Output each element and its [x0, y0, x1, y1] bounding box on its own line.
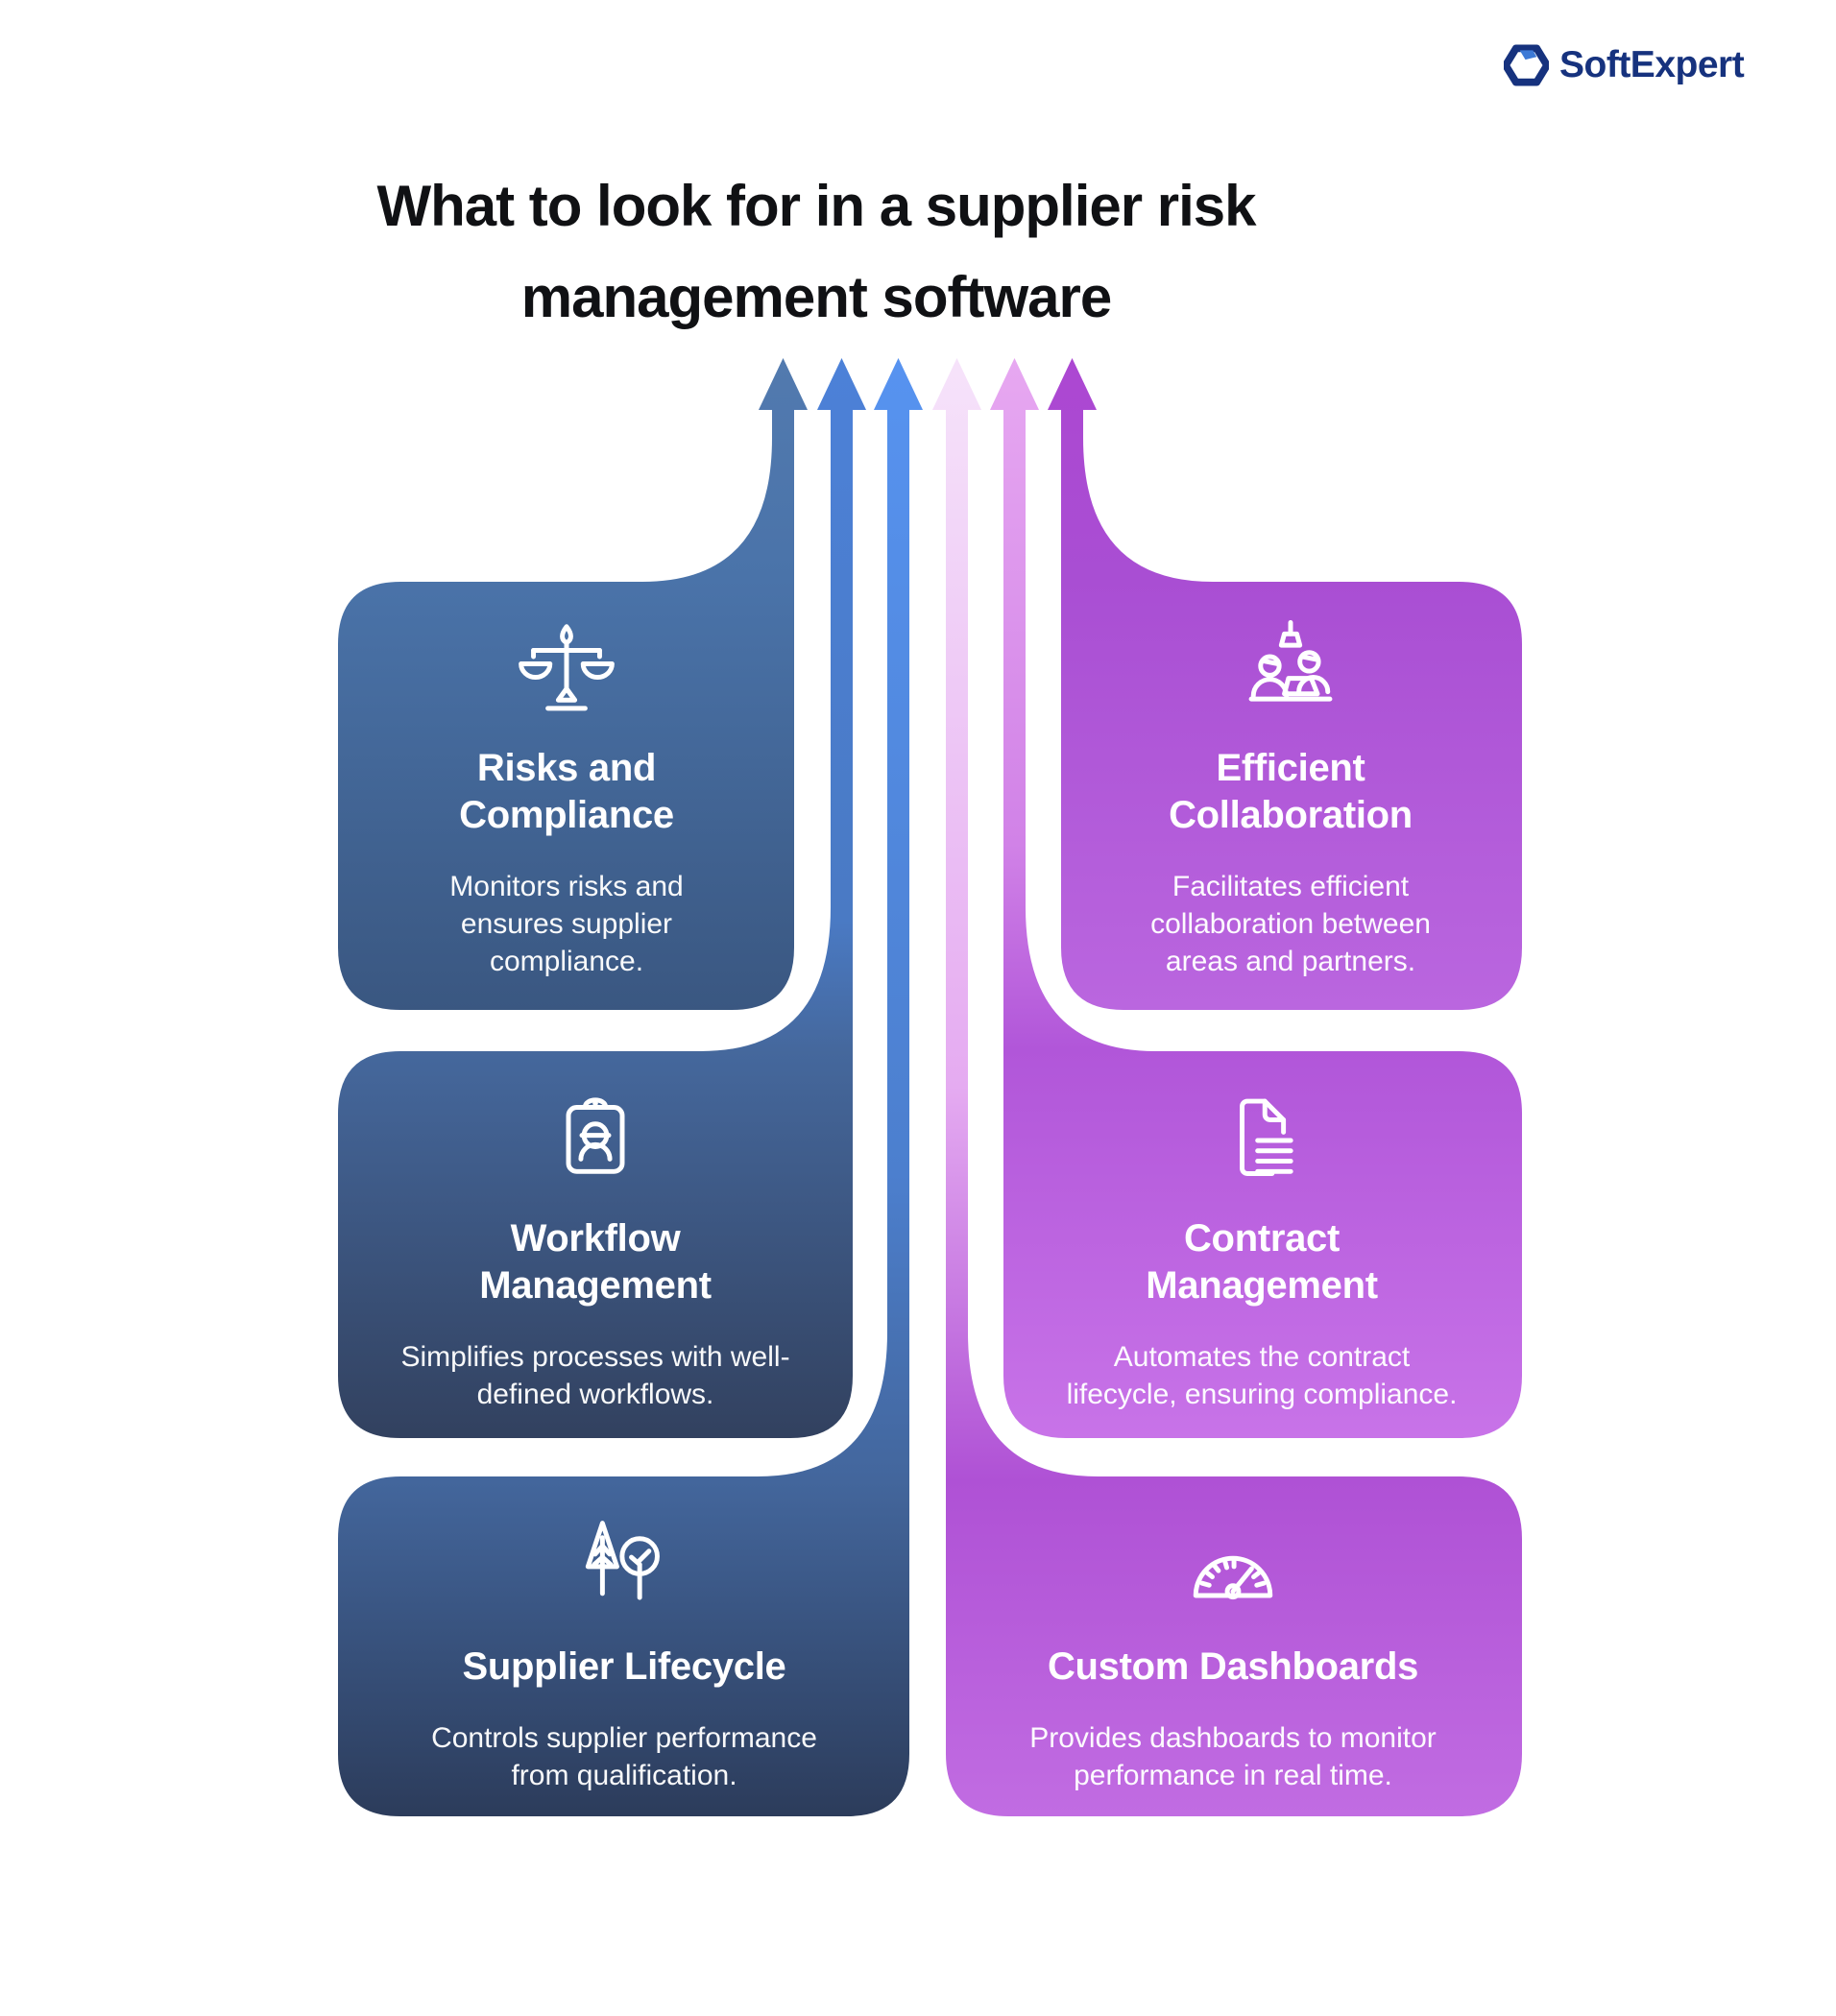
- card-shape-workflow: [338, 358, 866, 1438]
- logo-text: SoftExpert: [1559, 44, 1745, 85]
- scales-icon: [513, 616, 620, 724]
- card-title: Efficient Collaboration: [1169, 747, 1413, 836]
- card-shape-dashboards: [932, 358, 1522, 1816]
- card-description: Automates the contract lifecycle, ensuri…: [1066, 1340, 1458, 1410]
- card-efficient-collaboration: Efficient Collaboration Facilitates effi…: [1081, 616, 1500, 980]
- card-supplier-lifecycle: Supplier Lifecycle Controls supplier per…: [415, 1515, 833, 1794]
- card-description: Controls supplier performance from quali…: [431, 1721, 817, 1791]
- document-icon: [1208, 1087, 1316, 1194]
- card-workflow-management: Workflow Management Simplifies processes…: [386, 1087, 805, 1413]
- clipboard-person-icon: [542, 1087, 649, 1194]
- card-description: Simplifies processes with well- defined …: [400, 1340, 790, 1410]
- card-title: Supplier Lifecycle: [462, 1645, 786, 1688]
- card-description: Monitors risks and ensures supplier comp…: [449, 870, 684, 977]
- gauge-icon: [1179, 1515, 1287, 1622]
- card-description: Provides dashboards to monitor performan…: [1029, 1721, 1437, 1791]
- card-title: Risks and Compliance: [459, 747, 674, 836]
- card-description: Facilitates efficient collaboration betw…: [1150, 870, 1431, 977]
- card-shape-supplier: [338, 358, 923, 1816]
- card-risks-and-compliance: Risks and Compliance Monitors risks and …: [357, 616, 776, 980]
- card-title: Custom Dashboards: [1047, 1645, 1419, 1688]
- card-title: Workflow Management: [479, 1217, 712, 1307]
- card-shape-contract: [990, 358, 1522, 1438]
- card-contract-management: Contract Management Automates the contra…: [1052, 1087, 1471, 1413]
- card-title: Contract Management: [1146, 1217, 1378, 1307]
- card-custom-dashboards: Custom Dashboards Provides dashboards to…: [1024, 1515, 1442, 1794]
- collaboration-icon: [1237, 616, 1344, 724]
- logo: SoftExpert: [1504, 44, 1745, 86]
- card-shape-risks: [338, 358, 808, 1010]
- logo-hexagon-icon: [1504, 44, 1549, 86]
- page-title: What to look for in a supplier risk mana…: [376, 174, 1256, 329]
- trees-icon: [570, 1515, 678, 1622]
